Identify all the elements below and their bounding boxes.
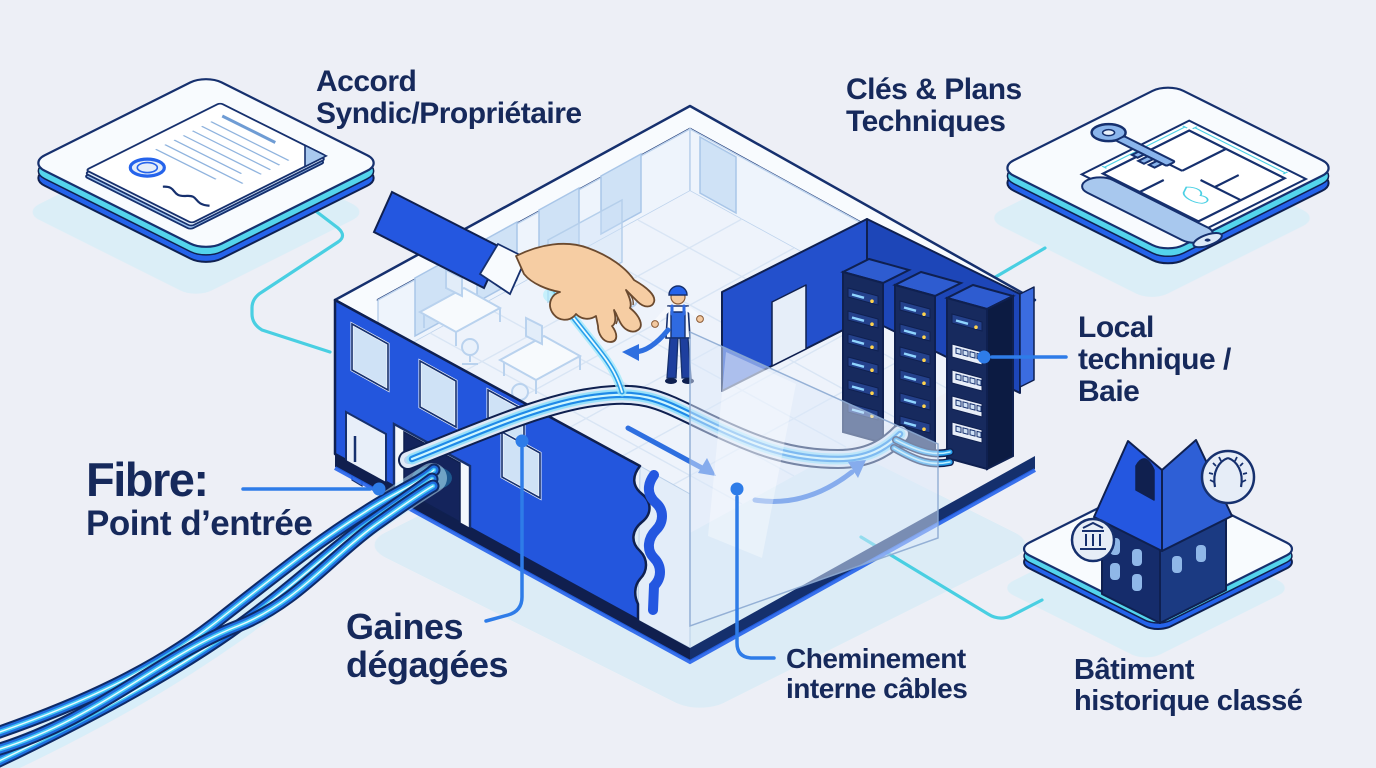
glass-partition bbox=[689, 330, 939, 628]
historic-building-icon bbox=[1093, 439, 1233, 624]
label-accord-syndic: Accord Syndic/Propriétaire bbox=[316, 66, 582, 130]
label-line: Gaines bbox=[346, 606, 464, 647]
guiding-hand bbox=[372, 190, 656, 397]
connector-accord bbox=[250, 194, 345, 354]
sleeve bbox=[372, 190, 504, 290]
label-fibre-entree: Fibre: Point d’entrée bbox=[86, 453, 313, 543]
leader-dots bbox=[372, 350, 991, 496]
label-line: Syndic/Propriétaire bbox=[316, 96, 582, 130]
label-cheminement: Cheminement interne câbles bbox=[786, 643, 968, 704]
label-line: Fibre: bbox=[86, 453, 209, 506]
leader-lines bbox=[241, 355, 1068, 660]
label-line: Accord bbox=[316, 65, 417, 98]
label-line: Techniques bbox=[846, 104, 1006, 138]
leader-cheminement bbox=[735, 495, 776, 660]
approval-seal-icon bbox=[123, 156, 171, 180]
label-line: dégagées bbox=[346, 644, 509, 686]
blueprint-roll-icon bbox=[1075, 174, 1227, 250]
cuff bbox=[478, 242, 528, 296]
label-line: interne câbles bbox=[786, 672, 968, 704]
key-icon bbox=[1083, 121, 1183, 171]
label-line: Bâtiment bbox=[1074, 654, 1195, 686]
label-line: Local bbox=[1078, 311, 1154, 344]
signed-documents-icon bbox=[79, 103, 332, 230]
label-batiment-historique: Bâtiment historique classé bbox=[1074, 654, 1303, 717]
exterior-fiber-bundle bbox=[0, 463, 447, 768]
label-line: historique classé bbox=[1074, 684, 1303, 717]
classical-column-icon bbox=[1070, 517, 1116, 563]
platform-historic-building bbox=[1017, 439, 1300, 633]
laurel-wreath-icon bbox=[1200, 449, 1256, 505]
label-local-technique: Local technique / Baie bbox=[1078, 312, 1231, 407]
leader-gaines bbox=[484, 446, 524, 623]
label-line: technique / bbox=[1078, 342, 1231, 376]
label-gaines: Gaines dégagées bbox=[346, 606, 509, 686]
label-line: Cheminement bbox=[786, 643, 966, 674]
label-line: Point d’entrée bbox=[86, 503, 313, 543]
platform-documents bbox=[29, 75, 383, 267]
server-room-door bbox=[771, 284, 807, 367]
label-line: Clés & Plans bbox=[846, 73, 1022, 106]
label-cles-plans: Clés & Plans Techniques bbox=[846, 74, 1022, 138]
platform-key-plans bbox=[998, 83, 1351, 268]
label-line: Baie bbox=[1078, 374, 1140, 408]
connector-batiment bbox=[859, 535, 1044, 620]
signature bbox=[162, 184, 210, 208]
